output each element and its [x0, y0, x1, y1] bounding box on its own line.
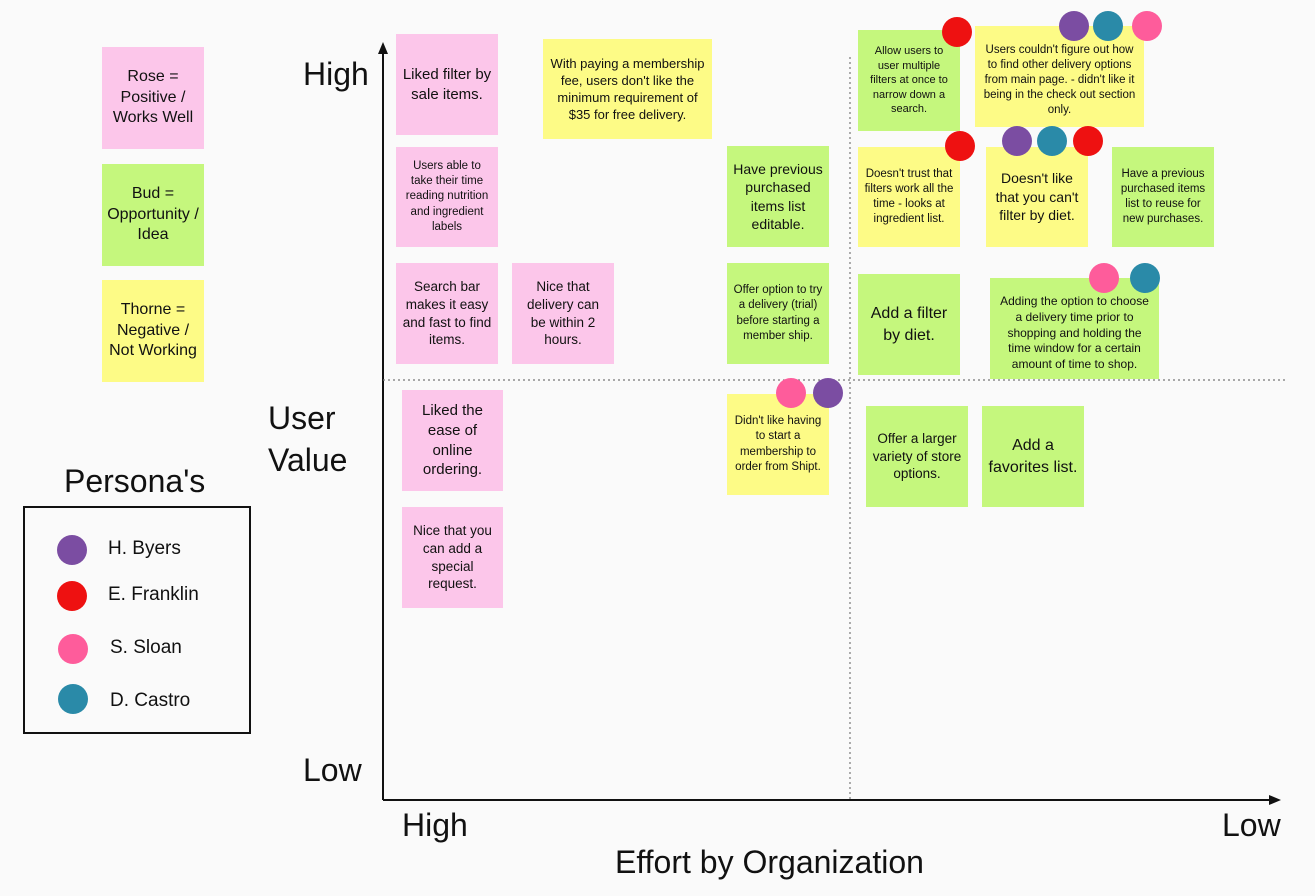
note-store-options: Offer a larger variety of store options. — [866, 406, 968, 507]
note-dot-e-franklin — [1073, 126, 1103, 156]
note-dot-s-sloan — [776, 378, 806, 408]
x-axis-low-label: Low — [1222, 807, 1281, 843]
note-reuse-purchased-list: Have a previous purchased items list to … — [1112, 147, 1214, 247]
note-dot-h-byers — [1059, 11, 1089, 41]
note-dot-s-sloan — [1089, 263, 1119, 293]
note-delivery-time-window: Adding the option to choose a delivery t… — [990, 278, 1159, 379]
y-axis-title-line2: Value — [268, 442, 348, 478]
note-dot-e-franklin — [942, 17, 972, 47]
note-dot-e-franklin — [945, 131, 975, 161]
note-ease-of-ordering: Liked the ease of online ordering. — [402, 390, 503, 491]
note-search-bar: Search bar makes it easy and fast to fin… — [396, 263, 498, 364]
note-dot-h-byers — [1002, 126, 1032, 156]
note-trial-delivery: Offer option to try a delivery (trial) b… — [727, 263, 829, 364]
persona-dot-d-castro — [58, 684, 88, 714]
note-delivery-options: Users couldn't figure out how to find ot… — [975, 26, 1144, 127]
note-dot-s-sloan — [1132, 11, 1162, 41]
legend-rose-label: Rose = Positive / Works Well — [112, 67, 194, 127]
note-dot-d-castro — [1093, 11, 1123, 41]
personas-box — [23, 506, 251, 734]
note-liked-filter-by-sale: Liked filter by sale items. — [396, 34, 498, 135]
note-membership-required: Didn't like having to start a membership… — [727, 394, 829, 495]
note-dot-d-castro — [1130, 263, 1160, 293]
persona-name-d-castro: D. Castro — [110, 690, 191, 711]
persona-name-h-byers: H. Byers — [108, 538, 181, 559]
y-axis-arrowhead — [378, 42, 388, 54]
persona-dot-s-sloan — [58, 634, 88, 664]
persona-dot-h-byers — [57, 535, 87, 565]
legend-bud: Bud = Opportunity / Idea — [102, 164, 204, 266]
persona-name-s-sloan: S. Sloan — [110, 637, 182, 658]
note-multiple-filters: Allow users to user multiple filters at … — [858, 30, 960, 131]
legend-thorne-label: Thorne = Negative / Not Working — [109, 300, 197, 360]
note-membership-minimum: With paying a membership fee, users don'… — [543, 39, 712, 139]
persona-dot-e-franklin — [57, 581, 87, 611]
note-dot-h-byers — [813, 378, 843, 408]
note-editable-purchased-list: Have previous purchased items list edita… — [727, 146, 829, 247]
note-nutrition-labels: Users able to take their time reading nu… — [396, 147, 498, 247]
personas-title: Persona's — [64, 463, 206, 499]
x-axis-arrowhead — [1269, 795, 1281, 805]
note-trust-filters: Doesn't trust that filters work all the … — [858, 147, 960, 247]
note-special-request: Nice that you can add a special request. — [402, 507, 503, 608]
x-axis-title: Effort by Organization — [615, 844, 924, 880]
note-add-filter-by-diet: Add a filter by diet. — [858, 274, 960, 375]
note-favorites-list: Add a favorites list. — [982, 406, 1084, 507]
y-axis-low-label: Low — [303, 752, 362, 788]
note-dot-d-castro — [1037, 126, 1067, 156]
persona-name-e-franklin: E. Franklin — [108, 584, 199, 605]
x-axis-high-label: High — [402, 807, 468, 843]
note-delivery-2-hours: Nice that delivery can be within 2 hours… — [512, 263, 614, 364]
y-axis-title-line1: User — [268, 400, 336, 436]
y-axis-high-label: High — [303, 56, 369, 92]
legend-bud-label: Bud = Opportunity / Idea — [107, 184, 199, 244]
legend-rose: Rose = Positive / Works Well — [102, 47, 204, 149]
legend-thorne: Thorne = Negative / Not Working — [102, 280, 204, 382]
note-filter-by-diet-complaint: Doesn't like that you can't filter by di… — [986, 147, 1088, 247]
